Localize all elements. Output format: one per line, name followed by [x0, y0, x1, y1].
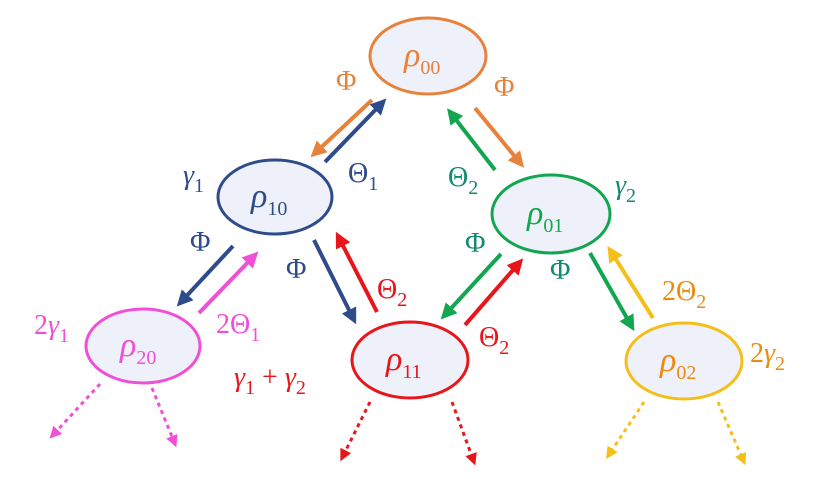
label-gamma-10: γ1 [183, 160, 204, 197]
arrow-10-to-11 [312, 239, 357, 325]
node-rho11: ρ11 [350, 320, 470, 400]
node-rho11-sub: 11 [402, 361, 421, 383]
label-phi-10-right: Φ [286, 254, 306, 285]
decay-arrow-20-left [49, 382, 102, 439]
node-rho01: ρ01 [490, 173, 612, 255]
node-rho10-symbol: ρ [250, 178, 267, 215]
label-phi-00-right: Φ [494, 72, 514, 103]
label-phi-10-left: Φ [190, 227, 210, 258]
arrow-10-to-20 [176, 244, 235, 307]
decay-arrow-11-left [340, 401, 372, 462]
label-phi-01-left: Φ [465, 228, 485, 259]
decay-arrow-20-right [150, 387, 178, 448]
arrow-00-to-10 [310, 98, 374, 158]
label-2gamma2-02: 2γ2 [750, 338, 785, 375]
label-gamma1-plus-gamma2-11: γ1 + γ2 [234, 362, 306, 399]
arrow-10-to-00 [323, 98, 387, 164]
label-2gamma1-20: 2γ1 [34, 310, 69, 347]
label-theta1-10: Θ1 [348, 158, 378, 195]
arrow-00-to-01 [473, 106, 525, 168]
node-rho02-symbol: ρ [659, 342, 676, 379]
decay-arrow-02-right [716, 401, 747, 466]
svg-text:ρ02: ρ02 [659, 342, 696, 384]
decay-arrow-02-left [606, 401, 646, 459]
label-2theta2-02: 2Θ2 [662, 276, 706, 313]
arrow-11-to-10 [335, 231, 379, 313]
label-theta2-11-right: Θ2 [479, 322, 509, 359]
node-rho02-sub: 02 [676, 362, 696, 384]
arrow-01-to-11 [440, 252, 503, 320]
node-rho20-sub: 20 [136, 347, 156, 369]
label-phi-01-right: Φ [550, 255, 570, 286]
arrow-01-to-00 [447, 108, 497, 172]
label-theta2-11-left: Θ2 [377, 274, 407, 311]
node-rho01-sub: 01 [543, 215, 563, 237]
arrow-02-to-01 [607, 245, 655, 320]
svg-text:ρ00: ρ00 [403, 37, 440, 79]
svg-text:ρ01: ρ01 [526, 195, 563, 237]
arrow-20-to-10 [197, 251, 259, 315]
node-rho02: ρ02 [624, 321, 744, 401]
node-rho20-symbol: ρ [119, 327, 136, 364]
label-gamma-01: γ2 [615, 170, 636, 207]
svg-text:ρ11: ρ11 [385, 341, 422, 383]
node-rho10: ρ10 [216, 158, 334, 236]
svg-text:ρ10: ρ10 [250, 178, 287, 220]
node-rho20: ρ20 [84, 307, 202, 385]
node-rho01-symbol: ρ [526, 195, 543, 232]
label-2theta1-20: 2Θ1 [216, 309, 260, 346]
node-rho00-symbol: ρ [403, 37, 420, 74]
arrow-11-to-01 [463, 258, 524, 327]
svg-text:ρ20: ρ20 [119, 327, 156, 369]
node-rho00-sub: 00 [420, 57, 440, 79]
node-rho00: ρ00 [368, 16, 488, 96]
node-rho11-symbol: ρ [385, 341, 402, 378]
node-rho10-sub: 10 [267, 198, 287, 220]
label-phi-00-left: Φ [336, 66, 356, 97]
decay-arrow-11-right [450, 401, 477, 466]
arrow-01-to-02 [588, 252, 635, 332]
label-theta2-01: Θ2 [448, 162, 478, 199]
